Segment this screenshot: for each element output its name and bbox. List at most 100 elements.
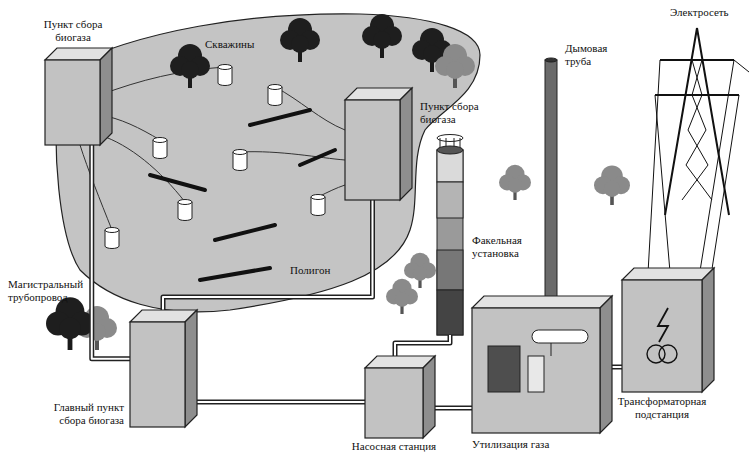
well-pipes [80,67,345,230]
collection-box: Пункт сбора биогаза [345,100,400,200]
box-graphic [472,296,614,435]
pipe-connector [92,145,130,359]
box-front-face [130,322,185,427]
box-graphic [130,310,199,429]
power-wires [648,60,749,273]
box-graphic [622,268,716,394]
part-label: Дымовая труба [565,42,621,68]
box-top-face [622,268,714,280]
box-side-face [423,356,435,438]
box-label: Главный пункт сбора биогаза [29,401,124,427]
flare-pipe [395,335,450,356]
box-caption: Насосная станция [339,440,449,453]
tree [280,18,320,62]
box-front-face [45,60,100,145]
pipe-connector [185,402,365,403]
box-graphic [345,88,414,202]
transformer-coil [659,345,677,363]
flare-band [437,182,463,218]
box-label: Насосная станция [339,440,449,453]
flare-body [437,150,463,335]
box-top-face [472,296,612,308]
well-pipe [100,135,185,202]
drain-bar [200,268,270,280]
part-label: Скважины [205,38,254,51]
drain-bar [250,110,310,125]
tree [499,165,531,200]
box-label: Пункт сбора биогаза [33,18,113,44]
pipe-connector [163,200,373,322]
chimney [545,58,557,298]
collection-box: Пункт сбора биогаза [45,60,100,145]
box-label: Трансформаторная подстанция [607,395,717,421]
wire [648,60,660,273]
well-pipe [80,145,112,230]
tower-leg [665,28,729,215]
part-label: Магистральный трубопровод [8,278,92,304]
flare-band [437,290,463,335]
box-front-face [365,368,423,438]
box-side-face [600,296,612,433]
pipe-core [163,200,373,322]
pipe-outline [395,335,450,356]
chimney-body [545,60,557,298]
box-front-face [622,280,702,392]
collection-box: Насосная станция [365,368,423,438]
box-caption: Утилизация газа [472,438,600,451]
well [178,200,192,221]
collection-box: Трансформаторная подстанция [622,280,702,392]
well [268,85,282,106]
pipe-outline [92,145,130,359]
well [153,138,167,159]
drain-bar [215,225,275,240]
wire [655,95,670,272]
pipe-core [395,335,450,356]
part-label: Факельная установка [472,234,540,260]
box-caption: Пункт сбора биогаза [420,100,492,126]
flare-band [437,150,463,182]
gas-cylinder [532,330,588,343]
wire [734,60,749,72]
well [105,228,119,249]
box-caption: Главный пункт сбора биогаза [29,401,124,427]
flare-rim [437,135,463,142]
tower-brace [682,60,712,200]
chimney-top [545,58,557,62]
box-graphic [365,356,437,440]
well [218,65,232,86]
cylinder-pipe [551,343,552,356]
wire [712,95,739,269]
drains [150,110,335,280]
box-label: Пункт сбора биогаза [420,100,492,126]
box-label: Утилизация газа [472,438,600,451]
box-side-face [185,310,197,427]
tree [362,14,402,58]
well [233,150,247,171]
tree [46,297,94,350]
tree [435,44,475,88]
power-tower [655,28,739,215]
box-side-face [702,268,714,392]
drain-bar [300,150,335,165]
tree [386,279,418,314]
part-label: Электросеть [668,6,731,19]
tree [170,44,210,88]
flare-stack [437,135,463,336]
box-side-face [100,48,112,145]
pipe-outline [163,200,373,322]
collection-box: Утилизация газа [472,308,600,433]
box-side-face [400,88,412,200]
box-caption: Пункт сбора биогаза [33,18,113,44]
pipe-core [185,401,365,403]
collection-box: Главный пункт сбора биогаза [130,322,185,427]
box-front-face [345,100,400,200]
drain-bar [150,175,205,190]
lightning-symbol [658,308,668,342]
tree [594,165,630,205]
well [311,195,325,216]
box-graphic [45,48,114,147]
engine-block [488,346,520,392]
